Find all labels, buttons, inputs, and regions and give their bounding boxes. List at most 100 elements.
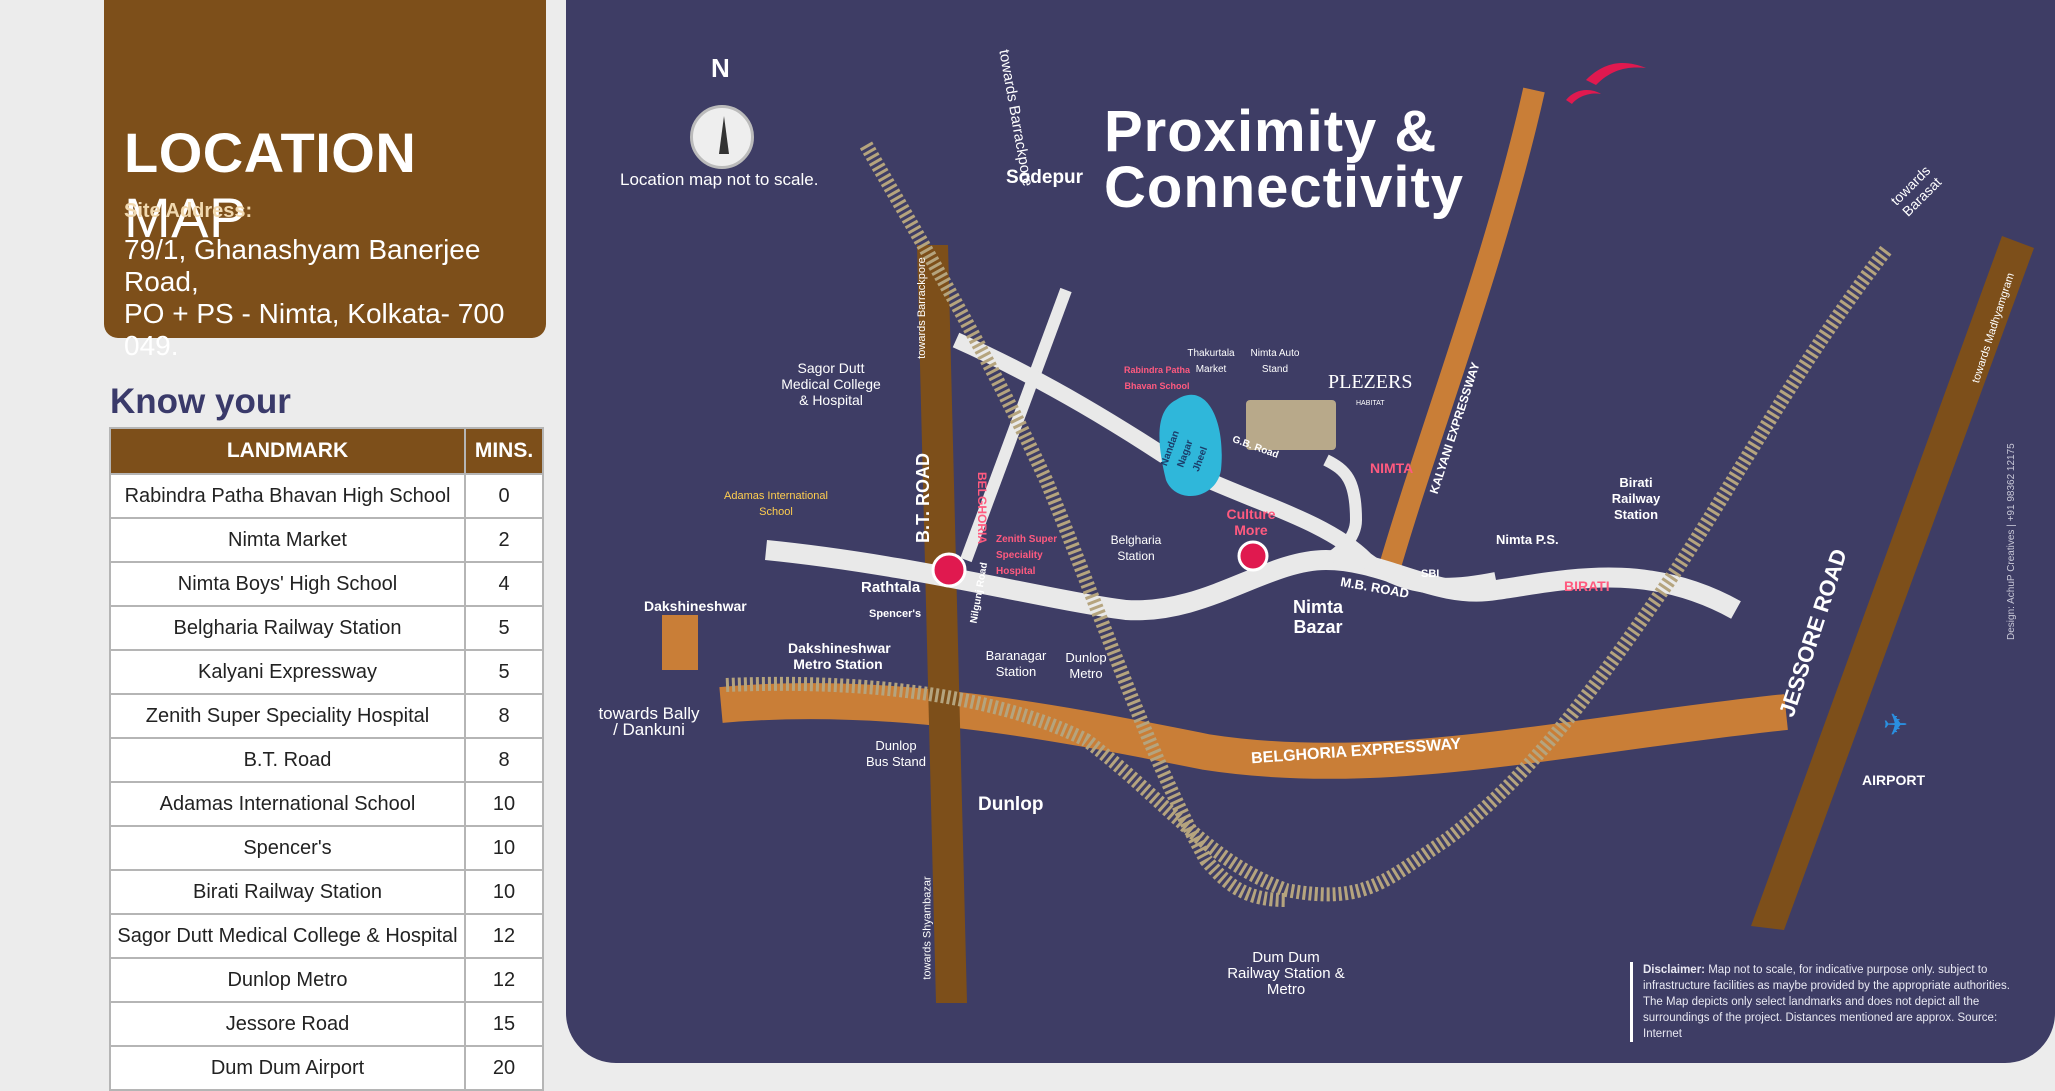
- landmark-cell: Spencer's: [109, 825, 466, 871]
- disclaimer-text: Map not to scale, for indicative purpose…: [1643, 964, 2010, 1040]
- mins-cell: 0: [464, 473, 544, 519]
- heading-line-1: Proximity &: [1104, 99, 1438, 164]
- jheel-shape: [1159, 394, 1222, 497]
- plezers-logo: PLEZERS: [1328, 371, 1413, 393]
- mins-cell: 12: [464, 957, 544, 1003]
- sagor-dutt-label: Sagor Dutt Medical College & Hospital: [781, 360, 881, 408]
- mins-column-header: MINS.: [464, 427, 544, 475]
- map-heading: Proximity & Connectivity: [1104, 99, 1464, 217]
- nimta-label: NIMTA: [1370, 460, 1414, 476]
- zenith-label: Zenith Super Speciality Hospital: [996, 534, 1058, 577]
- scale-note: Location map not to scale.: [620, 170, 819, 189]
- design-credit: Design: AchuP Creatives | +91 98362 1217…: [2006, 443, 2017, 640]
- rabindra-school-label: Rabindra Patha Bhavan School: [1123, 365, 1190, 391]
- mins-cell: 8: [464, 737, 544, 783]
- baranagar-label: Baranagar Station: [985, 648, 1047, 679]
- dunlop-metro-label: Dunlop Metro: [1065, 650, 1107, 681]
- mins-cell: 4: [464, 561, 544, 607]
- thakurtala-label: Thakurtala Market: [1187, 348, 1235, 375]
- landmark-cell: Nimta Market: [109, 517, 466, 563]
- birati-label: BIRATI: [1564, 578, 1610, 594]
- page-title: LOCATION MAP: [124, 120, 546, 250]
- bt-road-shape: [917, 245, 967, 1003]
- spencers-label: Spencer's: [869, 608, 922, 620]
- kalyani-expressway-shape: [1375, 87, 1545, 584]
- belghoria-label: BELGHORIA: [975, 472, 989, 544]
- landmark-cell: Belgharia Railway Station: [109, 605, 466, 651]
- project-building-shape: [1246, 400, 1336, 450]
- address-line-1: 79/1, Ghanashyam Banerjee Road,: [124, 234, 481, 297]
- bird-shape-1: [1586, 63, 1646, 85]
- dum-dum-label: Dum Dum Railway Station & Metro: [1227, 949, 1345, 998]
- rail-tracks: [725, 141, 1892, 907]
- mins-cell: 5: [464, 649, 544, 695]
- gb-road-shape: [952, 332, 1498, 594]
- landmark-cell: Kalyani Expressway: [109, 649, 466, 695]
- location-map: N Location map not to scale. Proximity &…: [566, 0, 2055, 1063]
- belgharia-station-label: Belgharia Station: [1110, 533, 1162, 563]
- disclaimer: Disclaimer: Map not to scale, for indica…: [1630, 962, 2013, 1042]
- landmark-cell: Adamas International School: [109, 781, 466, 827]
- rathtala-marker: [931, 552, 967, 588]
- bird-shape-2: [1566, 90, 1601, 104]
- table-header-row: LANDMARK MINS.: [109, 427, 544, 475]
- sbi-label: SBI: [1421, 568, 1440, 580]
- compass-icon: [690, 105, 754, 169]
- mins-cell: 20: [464, 1045, 544, 1091]
- landmark-cell: Birati Railway Station: [109, 869, 466, 915]
- nimta-bazar-label: Nimta Bazar: [1292, 597, 1343, 637]
- towards-shyambazar-label: towards Shyambazar: [921, 876, 934, 980]
- culture-more-marker: [1237, 540, 1269, 572]
- dunlop-bus-label: Dunlop Bus Stand: [866, 738, 926, 769]
- left-panel: LOCATION MAP Site Address: 79/1, Ghanash…: [0, 0, 560, 1091]
- rathtala-label: Rathtala: [861, 579, 921, 596]
- site-address-label: Site Address:: [124, 200, 253, 222]
- landmark-cell: Sagor Dutt Medical College & Hospital: [109, 913, 466, 959]
- towards-bally-label: towards Bally / Dankuni: [598, 704, 700, 739]
- birati-station-label: Birati Railway Station: [1611, 475, 1661, 522]
- landmark-cell: Dum Dum Airport: [109, 1045, 466, 1091]
- title-light: MAP: [124, 186, 247, 249]
- landmark-table: LANDMARK MINS. Rabindra Patha Bhavan Hig…: [109, 427, 544, 1091]
- map-canvas: [662, 63, 2034, 1003]
- towards-barrackpore-bt-label: towards Barrackpore: [915, 257, 928, 359]
- nimta-road-shape: [1323, 454, 1363, 566]
- site-address: 79/1, Ghanashyam Banerjee Road, PO + PS …: [124, 234, 534, 362]
- jessore-road-shape: [1751, 236, 2034, 930]
- landmark-cell: Zenith Super Speciality Hospital: [109, 693, 466, 739]
- culture-more-label: Culture More: [1226, 506, 1276, 538]
- mins-cell: 5: [464, 605, 544, 651]
- mins-cell: 8: [464, 693, 544, 739]
- landmark-column-header: LANDMARK: [109, 427, 466, 475]
- dakshineshwar-label: Dakshineshwar: [644, 598, 747, 614]
- compass-letter: N: [711, 53, 730, 83]
- landmark-cell: Jessore Road: [109, 1001, 466, 1047]
- airplane-icon: ✈: [1883, 709, 1909, 742]
- disclaimer-label: Disclaimer:: [1643, 964, 1706, 976]
- landmark-cell: Rabindra Patha Bhavan High School: [109, 473, 466, 519]
- landmark-cell: Dunlop Metro: [109, 957, 466, 1003]
- mins-cell: 15: [464, 1001, 544, 1047]
- mins-cell: 12: [464, 913, 544, 959]
- bt-road-label: B.T. ROAD: [913, 453, 933, 543]
- sodepur-label: Sodepur: [1006, 167, 1084, 188]
- location-title-box: LOCATION MAP Site Address: 79/1, Ghanash…: [104, 0, 546, 361]
- mins-cell: 2: [464, 517, 544, 563]
- belghoria-expressway-shape: [719, 683, 1788, 779]
- mins-cell: 10: [464, 825, 544, 871]
- title-bold: LOCATION: [124, 121, 417, 184]
- plezers-sub: HABITAT: [1356, 400, 1385, 407]
- mins-cell: 10: [464, 781, 544, 827]
